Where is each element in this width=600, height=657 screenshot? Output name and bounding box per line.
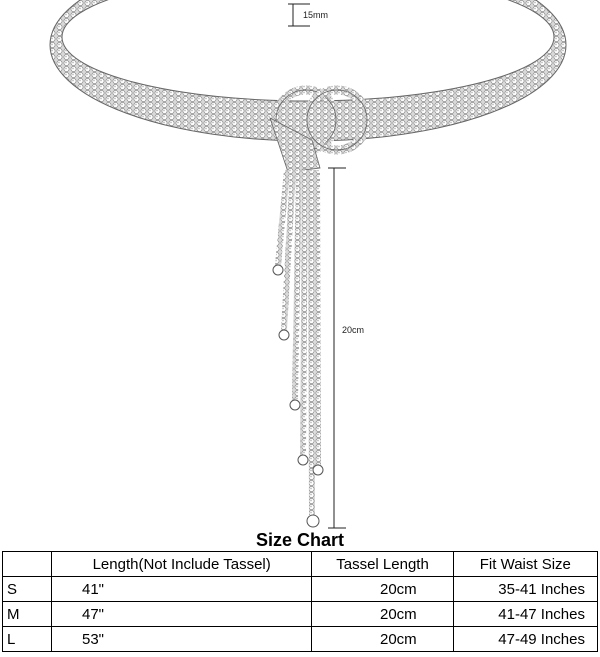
- header-length: Length(Not Include Tassel): [50, 551, 313, 577]
- size-chart-title: Size Chart: [255, 530, 345, 550]
- width-dimension: 15mm: [288, 3, 328, 27]
- waist-cell: 47-49 Inches: [452, 626, 599, 652]
- tassel-dimension-label: 20cm: [342, 325, 364, 335]
- waist-cell: 41-47 Inches: [452, 601, 599, 627]
- belt-illustration: 15mm 20cm: [49, 0, 567, 529]
- tassel-cell: 20cm: [311, 601, 454, 627]
- size-chart-table: Length(Not Include Tassel) Tassel Length…: [2, 551, 599, 652]
- size-cell: M: [2, 601, 52, 627]
- tassel-cell: 20cm: [311, 626, 454, 652]
- header-tassel-length: Tassel Length: [311, 551, 454, 577]
- size-cell: S: [2, 576, 52, 602]
- header-size: [2, 551, 52, 577]
- length-cell: 47": [50, 601, 313, 627]
- waist-cell: 35-41 Inches: [452, 576, 599, 602]
- tassel-dimension: 20cm: [328, 167, 364, 529]
- length-cell: 41": [50, 576, 313, 602]
- tassel-drops: [272, 264, 324, 528]
- header-fit-waist: Fit Waist Size: [452, 551, 599, 577]
- belt-band: [49, 0, 567, 142]
- tassel-strands: [275, 169, 321, 516]
- tassel-cell: 20cm: [311, 576, 454, 602]
- width-dimension-label: 15mm: [303, 10, 328, 20]
- table-row: M 47" 20cm 41-47 Inches: [2, 601, 599, 627]
- table-row: S 41" 20cm 35-41 Inches: [2, 576, 599, 602]
- table-row: L 53" 20cm 47-49 Inches: [2, 626, 599, 652]
- size-chart-header-row: Length(Not Include Tassel) Tassel Length…: [2, 551, 599, 577]
- tassel-knot: [269, 117, 321, 173]
- length-cell: 53": [50, 626, 313, 652]
- size-cell: L: [2, 626, 52, 652]
